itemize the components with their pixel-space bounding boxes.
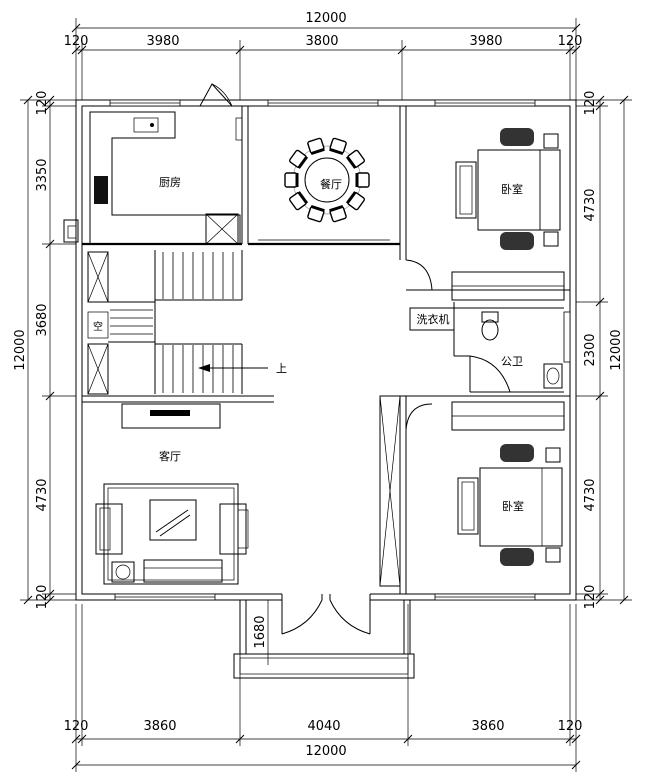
dining-area	[248, 106, 407, 260]
room-label-dining: 餐厅	[320, 177, 342, 191]
room-label-kitchen: 厨房	[159, 176, 181, 189]
dim-right-seg-5: 120	[583, 585, 598, 610]
stair-up-label: 上	[276, 362, 287, 375]
dim-top-seg-4: 3980	[469, 34, 502, 49]
sink-icon	[133, 117, 159, 133]
dim-bottom-seg-2: 3860	[143, 719, 176, 734]
dim-right-seg-4: 4730	[583, 478, 598, 511]
porch	[233, 600, 415, 679]
dining-table-icon	[304, 157, 350, 203]
dim-bottom-seg-3: 4040	[307, 719, 340, 734]
dim-right-total: 12000	[609, 329, 624, 370]
dim-top-seg-1: 120	[64, 34, 89, 49]
top-dimension-lines	[71, 18, 581, 100]
stair-area	[82, 250, 274, 403]
living-area	[95, 403, 249, 585]
toilet-icon	[481, 319, 499, 341]
dim-left-seg-3: 3680	[35, 303, 50, 336]
left-dimension-lines	[20, 95, 76, 605]
dining-chair-back	[345, 155, 357, 169]
dim-bottom-total: 12000	[305, 744, 346, 759]
kitchen-area	[82, 83, 249, 246]
right-dimension-lines	[576, 95, 632, 605]
dining-chair-back	[329, 147, 344, 156]
dining-chairs	[284, 137, 370, 223]
dim-top-seg-5: 120	[558, 34, 583, 49]
dim-left-seg-2: 3350	[35, 158, 50, 191]
entrance	[281, 592, 371, 635]
room-label-bathroom: 公卫	[501, 355, 523, 368]
dining-chair-icon	[284, 172, 298, 188]
dim-bottom-seg-1: 120	[64, 719, 89, 734]
bathroom-area	[409, 302, 564, 393]
corridor	[379, 259, 433, 594]
dim-porch-depth: 1680	[253, 615, 268, 648]
bedroom-top-area	[406, 128, 570, 301]
dim-bottom-seg-4: 3860	[471, 719, 504, 734]
dining-chair-back	[345, 191, 357, 205]
stair-treads	[110, 252, 234, 393]
dim-left-seg-1: 120	[35, 91, 50, 116]
stove-icon	[94, 176, 108, 204]
dim-left-seg-4: 4730	[35, 478, 50, 511]
basin-icon	[543, 363, 563, 389]
dim-top-seg-2: 3980	[146, 34, 179, 49]
dim-top-seg-3: 3800	[305, 34, 338, 49]
dim-right-seg-3: 2300	[583, 333, 598, 366]
dim-right-seg-2: 4730	[583, 188, 598, 221]
room-label-laundry: 洗衣机	[417, 312, 450, 326]
fridge-icon	[205, 213, 239, 245]
dining-chair-back	[310, 147, 325, 156]
dim-top-total: 12000	[305, 11, 346, 26]
dim-left-total: 12000	[13, 329, 28, 370]
room-label-void: 空	[93, 320, 103, 333]
bedroom-bottom-area	[406, 395, 570, 566]
tv-icon	[150, 410, 190, 416]
room-label-bedroom-top: 卧室	[501, 182, 523, 196]
toilet-tank-icon	[481, 311, 499, 323]
dim-bottom-seg-5: 120	[558, 719, 583, 734]
outer-walls	[63, 99, 577, 601]
sofa-set-icon	[103, 483, 239, 585]
room-label-bedroom-bottom: 卧室	[502, 499, 524, 513]
coffee-table-icon	[149, 499, 197, 541]
dining-chair-back	[297, 191, 309, 205]
dim-right-seg-1: 120	[583, 91, 598, 116]
dining-chair-back	[297, 155, 309, 169]
room-label-living: 客厅	[159, 449, 181, 463]
tv-cabinet-icon	[121, 403, 221, 429]
dining-chair-back	[329, 204, 344, 213]
dining-chair-icon	[356, 172, 370, 188]
dim-left-seg-5: 120	[35, 585, 50, 610]
dining-chair-back	[310, 204, 325, 213]
